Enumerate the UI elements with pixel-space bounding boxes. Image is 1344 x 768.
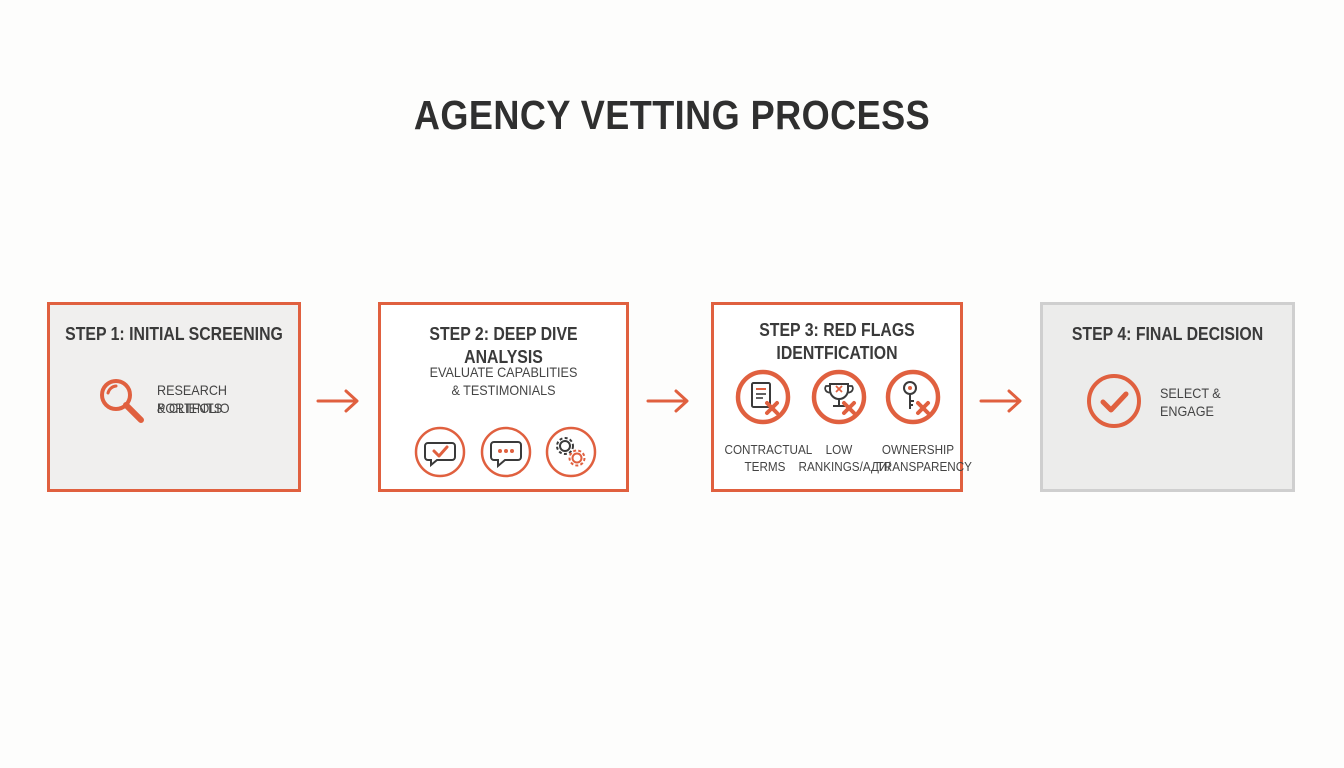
magnifier-icon — [100, 379, 144, 423]
step-3-title-line2: IDENTFICATION — [776, 343, 898, 363]
step-4-text-line1: SELECT & — [1160, 385, 1221, 401]
flag-1-caption-line2: TERMS — [744, 459, 786, 474]
checkmark-circle-icon — [1087, 374, 1141, 428]
flag-1-caption-line1: CONTRACTUAL — [724, 442, 813, 457]
contract-x-icon — [735, 369, 791, 425]
arrow-right-icon — [646, 389, 689, 413]
flag-2-caption-line2: RANKINGS/АДИ/ — [798, 459, 891, 474]
arrow-right-icon — [979, 389, 1022, 413]
key-x-icon — [885, 369, 941, 425]
flag-3-caption-line1: OWNERSHIP — [881, 442, 955, 457]
step-1-box: STEP 1: INITIAL SCREENING RESEARCH PORTF… — [47, 302, 301, 492]
step-2-title: STEP 2: DEEP DIVE ANALYSIS — [429, 324, 578, 367]
step-3-title-line1: STEP 3: RED FLAGS — [759, 320, 915, 340]
page-title: AGENCY VETTING PROCESS — [413, 92, 931, 138]
step-4-text-line2: ENGAGE — [1160, 403, 1214, 419]
gears-icon — [545, 426, 597, 478]
step-4-box: STEP 4: FINAL DECISION SELECT & ENGAGE — [1040, 302, 1295, 492]
step-1-text-line1: RESEARCH PORTFOLIO — [157, 382, 230, 416]
step-4-title: STEP 4: FINAL DECISION — [1071, 324, 1264, 344]
step-1-text-line2: & CLIENTS — [157, 400, 223, 416]
step-2-text-line1: EVALUATE CAPABLITIES — [429, 364, 578, 380]
arrow-right-icon — [316, 389, 359, 413]
step-2-text-line2: & TESTIMONIALS — [451, 382, 556, 398]
trophy-x-icon — [811, 369, 867, 425]
step-3-box: STEP 3: RED FLAGS IDENTFICATION CONTRACT… — [711, 302, 972, 492]
flag-2-caption-line1: LOW — [825, 442, 853, 457]
step-1-title: STEP 1: INITIAL SCREENING — [65, 324, 283, 344]
step-2-box: STEP 2: DEEP DIVE ANALYSIS EVALUATE CAPA… — [378, 302, 629, 492]
chat-bubble-icon — [480, 426, 532, 478]
check-chat-icon — [414, 426, 466, 478]
flag-3-caption-line2: TRANSPARENCY — [876, 459, 972, 474]
